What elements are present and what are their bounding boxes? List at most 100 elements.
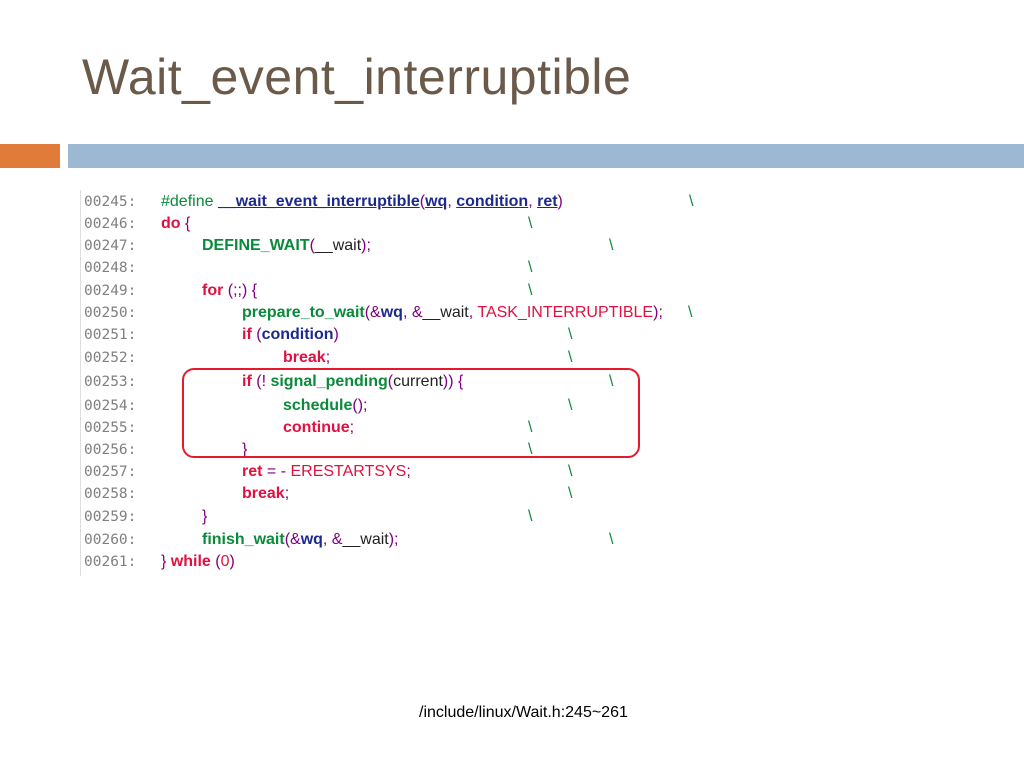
- line-continuation: \: [568, 397, 573, 414]
- code-token: ret: [242, 463, 263, 480]
- line-continuation: \: [528, 259, 533, 276]
- code-token: wq: [425, 193, 448, 210]
- code-text: finish_wait(&wq, &__wait);: [202, 529, 399, 551]
- code-text: }: [202, 506, 207, 528]
- code-line: 00255:continue;\: [81, 417, 706, 439]
- code-token: current: [393, 373, 443, 390]
- code-text: if (! signal_pending(current)) {: [242, 371, 463, 393]
- code-text: schedule();: [283, 395, 367, 417]
- line-number: 00254:: [84, 398, 137, 414]
- line-number: 00261:: [84, 554, 137, 570]
- code-line: 00246:do {\: [81, 213, 706, 235]
- code-text: } while (0): [161, 551, 235, 573]
- code-text: if (condition): [242, 324, 339, 346]
- line-number: 00252:: [84, 350, 137, 366]
- line-number: 00260:: [84, 532, 137, 548]
- line-number: 00249:: [84, 283, 137, 299]
- code-line: 00252:break;\: [81, 347, 706, 369]
- code-token: );: [361, 237, 371, 254]
- code-listing: 00245: #define __wait_event_interruptible…: [80, 190, 706, 576]
- code-line: 00254: schedule(); \: [81, 395, 706, 417]
- line-continuation: \: [568, 349, 573, 366]
- slide-title: Wait_event_interruptible: [82, 49, 632, 105]
- code-token: prepare_to_wait: [242, 304, 365, 321]
- line-continuation: \: [568, 485, 573, 502]
- title-divider-bar: [68, 144, 1024, 168]
- code-token: __wait: [422, 304, 469, 321]
- code-line: 00256:}\: [81, 439, 706, 461]
- code-token: TASK_INTERRUPTIBLE: [477, 304, 654, 321]
- code-token: ): [229, 553, 235, 570]
- code-text: break;: [242, 483, 289, 505]
- code-token: (&: [364, 304, 381, 321]
- code-token: }: [242, 441, 248, 458]
- code-token: (: [387, 373, 394, 390]
- line-number: 00246:: [84, 216, 137, 232]
- line-continuation: \: [568, 326, 573, 343]
- code-token: ERESTARTSYS: [290, 463, 407, 480]
- code-token: wq: [380, 304, 403, 321]
- code-token: condition: [261, 326, 334, 343]
- line-continuation: \: [528, 508, 533, 525]
- code-text: ret = - ERESTARTSYS;: [242, 461, 411, 483]
- code-token: signal_pending: [270, 373, 388, 390]
- code-text: do {: [161, 213, 190, 235]
- code-token: ();: [352, 397, 368, 414]
- code-line: 00260: finish_wait(&wq, &__wait); \: [81, 529, 706, 551]
- line-number: 00258:: [84, 486, 137, 502]
- code-token: ,: [468, 304, 478, 321]
- line-number: 00247:: [84, 238, 137, 254]
- line-continuation: \: [689, 193, 694, 210]
- code-token: __wait: [314, 237, 362, 254]
- line-continuation: \: [609, 373, 614, 390]
- line-continuation: \: [528, 441, 533, 458]
- code-token: #define: [161, 193, 218, 210]
- code-token: ;: [349, 419, 355, 436]
- code-line: 00258: break; \: [81, 483, 706, 505]
- code-line: 00250: prepare_to_wait(&wq, &__wait, TASK…: [81, 302, 706, 324]
- code-text: #define __wait_event_interruptible(wq, c…: [161, 191, 563, 213]
- code-token: }: [202, 508, 208, 525]
- code-token: 0: [220, 553, 230, 570]
- line-number: 00250:: [84, 305, 137, 321]
- code-token: ): [557, 193, 563, 210]
- line-number: 00245:: [84, 194, 137, 210]
- code-token: (&: [284, 531, 301, 548]
- code-token: (: [309, 237, 315, 254]
- code-token: );: [388, 531, 399, 548]
- line-continuation: \: [528, 419, 533, 436]
- code-token: DEFINE_WAIT: [202, 237, 310, 254]
- line-number: 00257:: [84, 464, 137, 480]
- code-token: schedule: [283, 397, 353, 414]
- code-token: ;: [406, 463, 411, 480]
- line-continuation: \: [568, 463, 573, 480]
- code-token: (: [251, 373, 262, 390]
- line-continuation: \: [609, 531, 614, 548]
- code-token: {: [180, 215, 191, 232]
- line-continuation: \: [688, 304, 693, 321]
- code-token: ,: [447, 193, 457, 210]
- code-token: (: [419, 193, 426, 210]
- code-token: if: [242, 373, 252, 390]
- code-token: ): [333, 326, 339, 343]
- code-line: 00248: \: [81, 257, 706, 279]
- code-token: finish_wait: [202, 531, 285, 548]
- code-text: DEFINE_WAIT(__wait);: [202, 235, 371, 257]
- code-token: condition: [456, 193, 529, 210]
- code-line: 00259:}\: [81, 506, 706, 528]
- line-number: 00253:: [84, 374, 137, 390]
- line-continuation: \: [609, 237, 614, 254]
- code-line: 00261: } while (0): [81, 551, 706, 573]
- code-line: 00257: ret = - ERESTARTSYS; \: [81, 461, 706, 483]
- source-file-caption: /include/linux/Wait.h:245~261: [419, 704, 628, 721]
- code-token: = -: [262, 463, 291, 480]
- code-line: 00247: DEFINE_WAIT(__wait); \: [81, 235, 706, 257]
- code-text: prepare_to_wait(&wq, &__wait, TASK_INTER…: [242, 302, 663, 324]
- code-token: __wait: [342, 531, 389, 548]
- line-number: 00248:: [84, 260, 137, 276]
- code-line: 00251:if (condition)\: [81, 324, 706, 346]
- code-token: do: [161, 215, 181, 232]
- code-token: );: [653, 304, 663, 321]
- code-token: while: [170, 553, 211, 570]
- code-token: (: [251, 326, 262, 343]
